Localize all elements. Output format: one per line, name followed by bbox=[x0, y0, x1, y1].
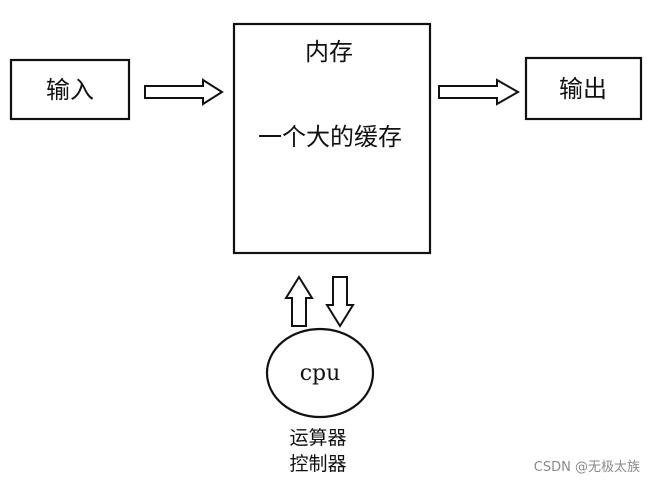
memory-subtitle: 一个大的缓存 bbox=[258, 123, 402, 151]
memory-box bbox=[232, 22, 432, 255]
cpu-to-memory-arrow bbox=[284, 275, 314, 327]
input-box bbox=[9, 58, 131, 121]
memory-to-output-arrow bbox=[438, 78, 521, 106]
cpu-component-controller: 控制器 bbox=[289, 453, 346, 475]
cpu-label: cpu bbox=[300, 361, 341, 386]
output-label: 输出 bbox=[559, 75, 607, 103]
output-box bbox=[524, 56, 643, 121]
memory-to-cpu-arrow bbox=[325, 276, 355, 328]
cpu-component-alu: 运算器 bbox=[289, 427, 346, 449]
input-to-memory-arrow bbox=[144, 78, 224, 106]
input-label: 输入 bbox=[46, 76, 94, 104]
watermark: CSDN @无极太族 bbox=[533, 460, 640, 475]
cpu-circle bbox=[265, 327, 375, 419]
memory-title: 内存 bbox=[305, 38, 353, 66]
